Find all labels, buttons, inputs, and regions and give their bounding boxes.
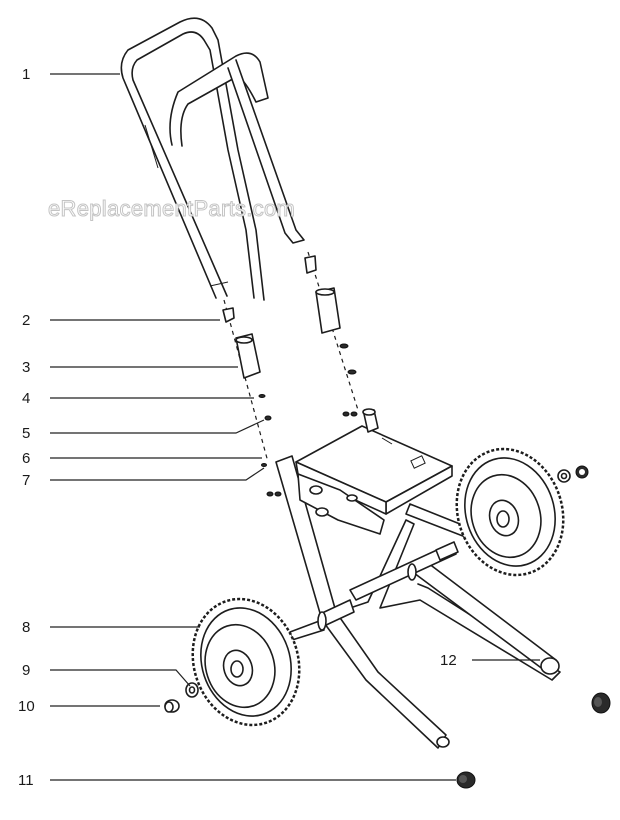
- callout-2: 2: [22, 312, 30, 329]
- left-fasteners: [222, 299, 282, 497]
- callout-5: 5: [22, 425, 30, 442]
- handle-assembly: [120, 17, 305, 301]
- callout-7: 7: [22, 472, 30, 489]
- callout-12: 12: [440, 652, 457, 669]
- cart-frame: [275, 408, 561, 749]
- right-fasteners: [304, 251, 359, 417]
- callout-1: 1: [22, 66, 30, 83]
- callout-4: 4: [22, 390, 30, 407]
- left-wheel: [191, 597, 301, 727]
- leader-lines: [50, 73, 540, 781]
- callout-labels: 1 2 3 4 5 6 7 8 9 10 11 12: [18, 66, 457, 789]
- callout-9: 9: [22, 662, 30, 679]
- callout-8: 8: [22, 619, 30, 636]
- callout-11: 11: [18, 772, 34, 789]
- callout-6: 6: [22, 450, 30, 467]
- callout-10: 10: [18, 698, 35, 715]
- right-wheel: [455, 447, 589, 577]
- watermark-text: eReplacementParts.com: [48, 196, 295, 221]
- callout-3: 3: [22, 359, 30, 376]
- small-parts: [164, 682, 611, 789]
